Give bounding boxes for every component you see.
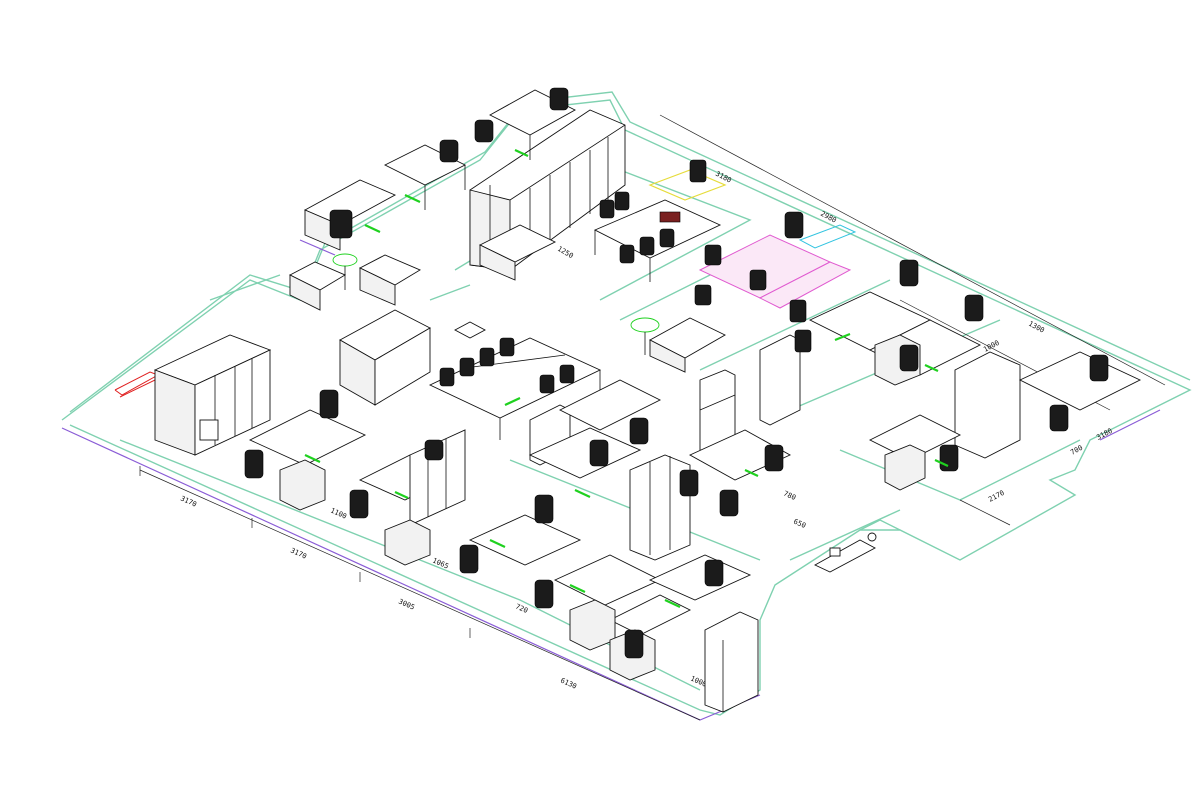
meeting-room-table	[593, 159, 727, 282]
dim-2170: 2170	[987, 489, 1006, 504]
dim-650: 650	[792, 518, 807, 530]
manager-desk	[694, 211, 857, 309]
lounge-sofas-left	[289, 253, 421, 311]
lounge-center-right	[630, 317, 726, 373]
dim-3180-b: 3180	[1095, 427, 1114, 442]
bench-desk-center	[428, 337, 602, 440]
outer-walls	[61, 91, 1192, 721]
dim-3005: 3005	[397, 598, 416, 612]
dim-780: 780	[782, 490, 797, 502]
lounge-sofa-center	[478, 224, 557, 281]
dim-1100: 1100	[329, 507, 348, 521]
workstation-cluster-right	[759, 259, 1142, 491]
dim-720: 720	[514, 603, 529, 615]
dim-6130: 6130	[559, 677, 578, 691]
tall-cabinet-bottom	[704, 611, 759, 713]
dim-3170-b: 3170	[289, 547, 308, 561]
dim-3170-a: 3170	[179, 495, 198, 509]
desk-cluster-top-left	[303, 87, 576, 251]
reception-desk	[339, 309, 486, 406]
workstation-row-center	[528, 379, 791, 601]
tall-cabinets-left	[153, 334, 272, 456]
dim-3180-a: 3180	[714, 170, 733, 185]
dim-1250: 1250	[556, 245, 575, 260]
kitchenette-counter	[814, 532, 877, 573]
dim-2980: 2980	[819, 210, 838, 225]
